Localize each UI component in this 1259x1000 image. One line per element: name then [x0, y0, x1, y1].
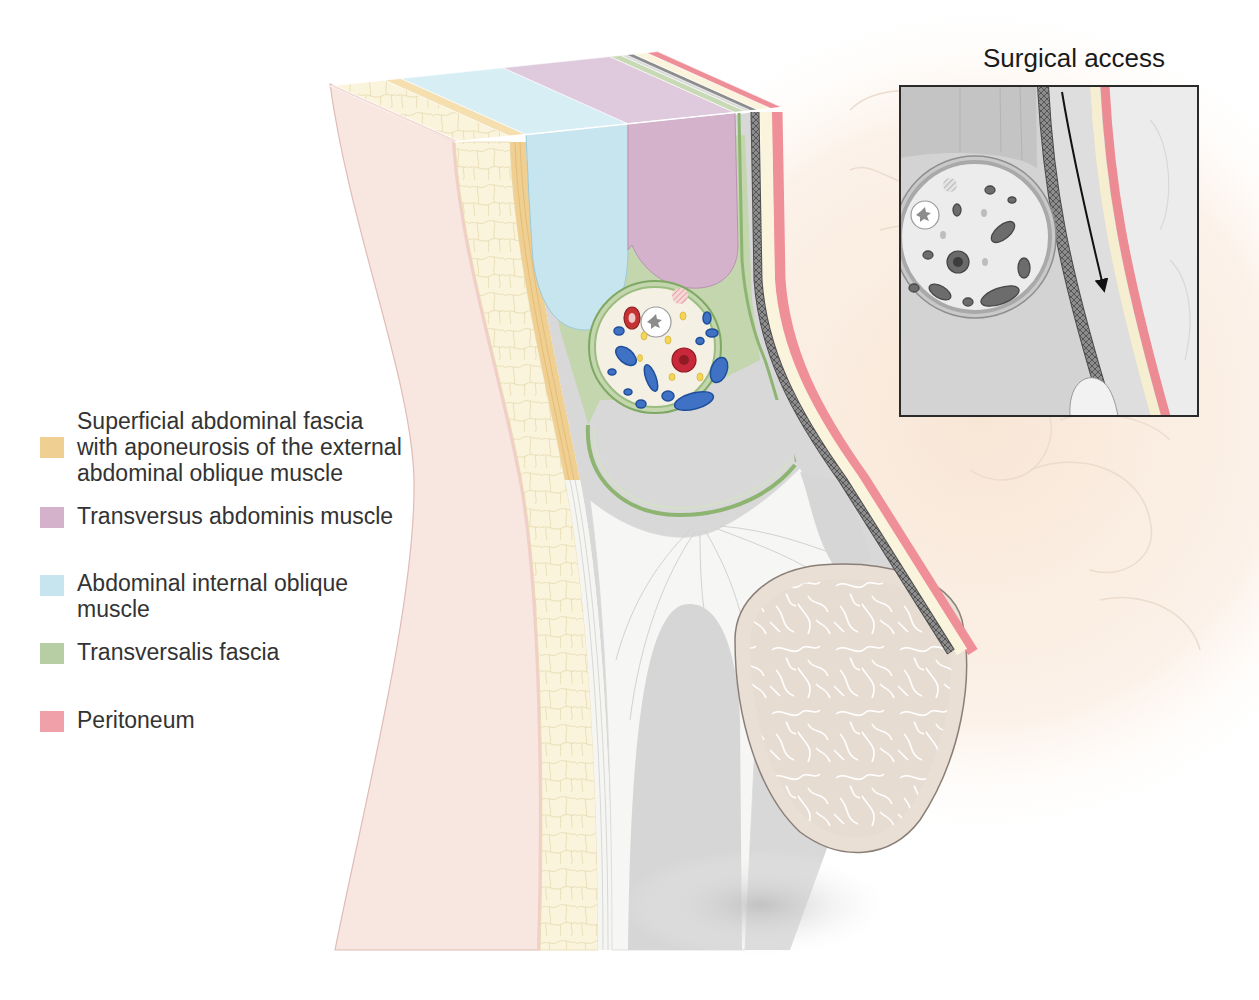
spermatic-cord-part-part: [673, 388, 716, 414]
top-face-part: [627, 54, 759, 111]
top-face-part: [647, 52, 783, 109]
top-face: [330, 52, 783, 142]
spermatic-cord-part: [647, 314, 662, 329]
surgical-access-inset-part-part: [953, 257, 963, 267]
surgical-access-inset: [894, 86, 1200, 420]
spermatic-cord-part-part: [638, 355, 643, 362]
spermatic-cord-part: [595, 287, 715, 407]
spermatic-cord-part-part: [669, 374, 675, 381]
surgical-access-inset-part-part: [940, 209, 988, 266]
surgical-access-inset-part-part: [1070, 378, 1118, 416]
inguinal-pocket-part: [588, 425, 795, 515]
spermatic-cord-part: [638, 312, 704, 381]
legend-swatch: [40, 437, 64, 458]
spermatic-cord: [589, 281, 731, 414]
surgical-access-inset-part-part-part: [963, 298, 973, 306]
background-glow-part-part: [1030, 462, 1152, 572]
surgical-access-inset-part-part: [900, 156, 1056, 318]
legend-label: Superficial abdominal fascia with aponeu…: [77, 408, 406, 486]
spermatic-cord-part-part: [707, 355, 731, 385]
spermatic-cord-part-part: [624, 389, 632, 395]
spermatic-cord-part-part: [608, 369, 616, 375]
surgical-access-inset-part-part: [916, 207, 931, 222]
surgical-access-inset-part-part-part: [981, 209, 987, 217]
surgical-access-inset-part-part: [911, 201, 939, 229]
surgical-access-inset-part: [900, 86, 1198, 416]
spermatic-cord-part-part: [636, 400, 646, 408]
top-face-part: [621, 55, 752, 112]
spermatic-cord-part-part: [614, 327, 624, 335]
surgical-access-inset-part-part-part: [927, 281, 954, 303]
inguinal-pocket-part: [588, 400, 795, 515]
legend-label: Transversus abdominis muscle: [77, 503, 406, 529]
spermatic-cord-part-part: [680, 312, 686, 320]
spermatic-cord-part: [589, 281, 721, 413]
spermatic-cord-part: [672, 348, 696, 372]
inguinal-pocket: [588, 400, 795, 515]
bone-shadow: [620, 850, 900, 960]
transversus-muscle: [628, 113, 738, 288]
panel-heading: Surgical access: [983, 42, 1165, 74]
surgical-access-inset-part-part-part: [1008, 197, 1016, 203]
surgical-access-inset-part-part: [900, 162, 1050, 312]
legend-swatch: [40, 507, 64, 528]
pubic-bone-part: [750, 579, 951, 837]
top-face-part: [634, 53, 772, 110]
background-glow-part-part: [1060, 414, 1170, 440]
spermatic-cord-part: [624, 307, 640, 329]
surgical-access-inset-part-part: [943, 178, 957, 192]
top-face-part: [455, 108, 783, 142]
legend-swatch: [40, 711, 64, 732]
surgical-access-inset-part-part-part: [982, 258, 988, 266]
surgical-access-inset-part-part: [1105, 86, 1167, 416]
spermatic-cord-part-part: [662, 391, 674, 401]
spermatic-cord-part-part: [612, 343, 639, 369]
spermatic-cord-part-part: [703, 312, 711, 324]
spermatic-cord-part: [629, 313, 636, 323]
surgical-access-inset-part-part-part: [1018, 258, 1030, 278]
spermatic-cord-part: [679, 355, 689, 365]
legend-swatch: [40, 643, 64, 664]
surgical-access-inset-part-part: [1150, 120, 1190, 360]
surgical-access-inset-part-part-part: [988, 218, 1018, 247]
spermatic-cord-part-part: [706, 329, 718, 337]
spermatic-cord-part-part: [665, 336, 671, 344]
surgical-access-inset-part: [900, 86, 1198, 416]
legend-swatch: [40, 575, 64, 596]
surgical-access-inset-part-part-part: [940, 231, 946, 239]
spermatic-cord-part-part: [697, 373, 703, 381]
surgical-access-inset-part-part: [909, 186, 1030, 310]
surgical-access-inset-part-part-part: [953, 204, 961, 216]
surgical-access-inset-part-part-part: [985, 186, 995, 194]
surgical-access-inset-part-part: [960, 86, 1022, 160]
spermatic-cord-part-part: [642, 363, 661, 393]
spermatic-cord-part: [608, 312, 731, 414]
legend-label: Transversalis fascia: [77, 639, 406, 665]
inguinal-pocket-part: [594, 427, 789, 508]
surgical-access-inset-part-part-part: [978, 282, 1021, 311]
background-glow-part-part: [1100, 597, 1200, 650]
legend-label: Peritoneum: [77, 707, 406, 733]
fibrous-ligament-part-part: [700, 532, 705, 615]
surgical-access-inset-part-part-part: [909, 284, 919, 292]
spermatic-cord-part-part: [641, 332, 647, 340]
legend-label: Abdominal internal oblique muscle: [77, 570, 406, 622]
surgical-access-inset-part-part: [947, 251, 969, 273]
spermatic-cord-part-part: [696, 338, 704, 345]
surgical-access-inset-part-part: [1062, 92, 1104, 290]
spermatic-cord-part: [672, 288, 688, 304]
surgical-access-inset-part-part-part: [923, 251, 933, 259]
